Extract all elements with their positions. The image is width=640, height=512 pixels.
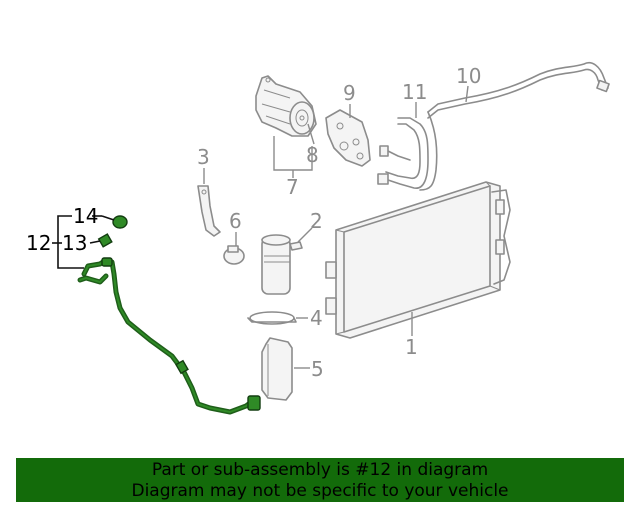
condenser-part-1: 1: [325, 181, 511, 359]
o-ring-part-14: [101, 215, 128, 229]
ac-line-part-12-highlighted[interactable]: [77, 257, 261, 415]
banner-line-1: Part or sub-assembly is #12 in diagram: [151, 460, 489, 480]
banner-line-2: Diagram may not be specific to your vehi…: [131, 481, 509, 501]
switch-part-6: 6: [223, 209, 245, 265]
accumulator-part-2: 2: [261, 209, 323, 295]
ac-line-part-10: 10: [427, 62, 610, 119]
parts-diagram: 10 11 9 8 7 3: [26, 62, 610, 415]
callout-9[interactable]: 9: [343, 81, 356, 105]
callout-10[interactable]: 10: [456, 64, 481, 88]
ac-hose-part-11: 11: [377, 80, 438, 191]
callout-13[interactable]: 13: [62, 231, 87, 255]
callout-4[interactable]: 4: [310, 306, 323, 330]
callout-12[interactable]: 12: [26, 231, 51, 255]
bracket-part-9: 9: [325, 81, 371, 167]
callout-2[interactable]: 2: [310, 209, 323, 233]
bracket-part-3: 3: [197, 145, 221, 237]
info-banner: Part or sub-assembly is #12 in diagram D…: [16, 458, 624, 502]
shield-part-5: 5: [261, 337, 324, 401]
callout-6[interactable]: 6: [229, 209, 242, 233]
callout-11[interactable]: 11: [402, 80, 427, 104]
compressor-part-7: [255, 75, 317, 137]
callout-1[interactable]: 1: [405, 335, 418, 359]
callout-14[interactable]: 14: [73, 204, 98, 228]
seal-part-13: [89, 233, 113, 248]
clamp-part-4: 4: [247, 306, 323, 330]
callout-7[interactable]: 7: [286, 175, 299, 199]
callout-5[interactable]: 5: [311, 357, 324, 381]
callout-3[interactable]: 3: [197, 145, 210, 169]
callout-bracket-12: [57, 215, 84, 269]
